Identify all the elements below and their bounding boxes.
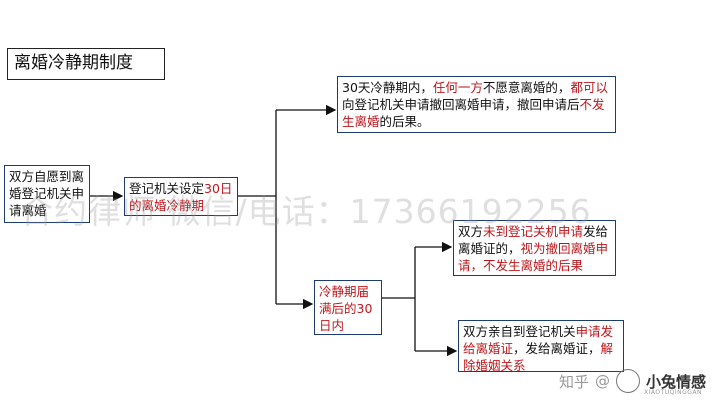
- watermark-text: 合约律师 微信/电话：17366192256: [20, 192, 592, 231]
- node-set-text-b: 30日的离婚冷静期: [129, 181, 233, 213]
- brand-logo: 知乎 @ 小兔情感 XIAOTUQINGGAN: [558, 369, 706, 396]
- apply-d: 解除婚姻关系: [463, 341, 614, 373]
- logo-source: 知乎: [558, 372, 589, 391]
- rabbit-icon: [615, 369, 640, 393]
- logo-name: 小兔情感: [645, 372, 706, 391]
- node-start-text: 双方自愿到离婚登记机关申请离婚: [9, 169, 85, 218]
- logo-at: @: [594, 372, 610, 390]
- no-apply-c: 发给离婚证的，: [458, 224, 609, 256]
- withdraw-d: 都可以: [570, 80, 608, 95]
- apply-a: 双方亲自到登记机关: [463, 324, 576, 339]
- node-withdraw: 30天冷静期内，任何一方不愿意离婚的，都可以向登记机关申请撤回离婚申请，撤回申请…: [337, 76, 616, 133]
- withdraw-b: 任何一方: [432, 80, 483, 95]
- node-set-text-a: 登记机关设定: [129, 181, 205, 196]
- withdraw-c: 不愿意离婚的，: [482, 80, 571, 95]
- no-apply-b: 未到登记关机申请: [483, 224, 584, 239]
- apply-c: ，发给离婚证，: [513, 341, 601, 356]
- no-apply-d: 视为撤回离婚申请，不发生离婚的后果: [458, 241, 609, 273]
- logo-pinyin: XIAOTUQINGGAN: [643, 389, 702, 396]
- node-no-apply: 双方未到登记关机申请发给离婚证的，视为撤回离婚申请，不发生离婚的后果: [453, 220, 616, 276]
- withdraw-f: 不发生离婚: [342, 97, 605, 129]
- withdraw-a: 30天冷静期内，: [342, 80, 433, 95]
- node-start: 双方自愿到离婚登记机关申请离婚: [4, 165, 90, 223]
- diagram-title: 离婚冷静期制度: [7, 48, 165, 80]
- withdraw-e: 向登记机关申请撤回离婚申请，撤回申请后: [342, 97, 580, 112]
- withdraw-g: 的后果。: [379, 114, 430, 129]
- node-apply: 双方亲自到登记机关申请发给离婚证，发给离婚证，解除婚姻关系: [458, 320, 624, 373]
- node-set-cooling: 登记机关设定30日的离婚冷静期: [124, 177, 238, 216]
- node-expire: 冷静期届满后的30日内: [314, 280, 382, 335]
- node-expire-text: 冷静期届满后的30日内: [319, 284, 373, 333]
- no-apply-a: 双方: [458, 224, 484, 239]
- apply-b: 申请发给离婚证: [463, 324, 614, 356]
